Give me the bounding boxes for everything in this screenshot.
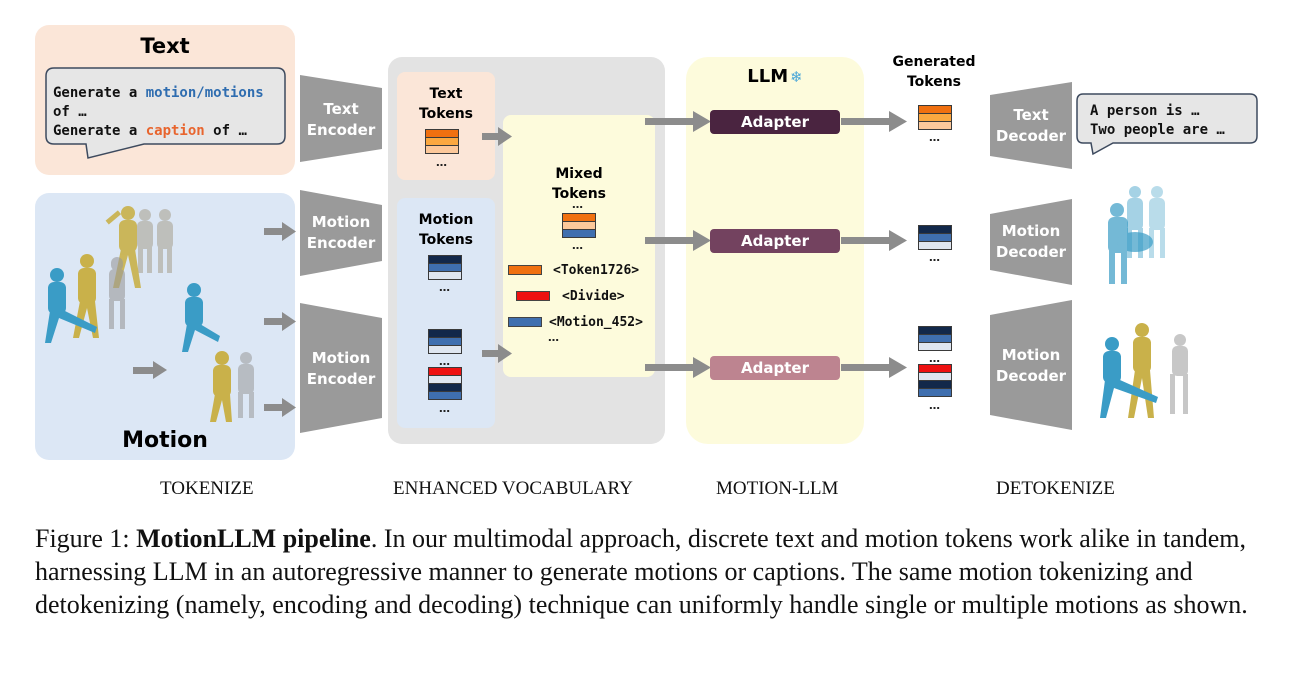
motion-figures-right xyxy=(182,283,254,422)
arrows-into-mixed xyxy=(482,127,512,363)
generated-multi-motion-illustration xyxy=(1100,323,1188,418)
legend-label-divide: <Divide> xyxy=(562,289,625,304)
section-label-enhanced-vocabulary: ENHANCED VOCABULARY xyxy=(393,478,633,499)
section-label-tokenize: TOKENIZE xyxy=(160,478,254,499)
llm-flow-arrows xyxy=(645,111,907,378)
output-caption-line1: A person is … xyxy=(1090,103,1200,119)
motion-token-ellipsis-2: … xyxy=(439,355,451,368)
prompt-line1-prefix: Generate a xyxy=(53,85,146,101)
text-panel-title: Text xyxy=(140,34,190,58)
generated-motion-token-stack-single xyxy=(918,225,952,250)
caption-title: MotionLLM pipeline xyxy=(136,524,371,553)
prompt-line2: of … xyxy=(53,104,87,120)
legend-swatch-divide xyxy=(516,291,550,301)
legend-swatch-motion xyxy=(508,317,542,327)
arrow-to-motion-encoder-2b xyxy=(264,398,296,417)
arrow-mixed-to-adapter-1 xyxy=(645,111,711,132)
generated-motion-ellipsis-3: … xyxy=(929,399,941,412)
output-caption-bubble xyxy=(1076,93,1258,156)
adapter-motion-single: Adapter xyxy=(710,229,840,253)
generated-motion-ellipsis-2: … xyxy=(929,352,941,365)
prompt-caption-highlight: caption xyxy=(145,123,205,139)
decoders xyxy=(990,82,1072,430)
legend-swatch-token xyxy=(508,265,542,275)
generated-motion-token-stack-multi-a xyxy=(918,326,952,351)
figure-caption: Figure 1: MotionLLM pipeline. In our mul… xyxy=(35,522,1265,621)
adapter-text: Adapter xyxy=(710,110,840,134)
arrow-adapter-1-to-generated xyxy=(841,111,907,132)
output-caption-text: A person is … Two people are … xyxy=(1090,102,1225,140)
motion-decoder-2-shape xyxy=(990,300,1072,430)
arrow-adapter-2-to-generated xyxy=(841,230,907,251)
motion-panel-title: Motion xyxy=(122,428,208,453)
arrow-to-motion-encoder-1 xyxy=(264,222,296,241)
motion-token-stack-multi-a xyxy=(428,329,462,354)
motion-token-stack-single xyxy=(428,255,462,280)
mixed-token-ellipsis-top: … xyxy=(572,198,584,211)
legend-label-motion: <Motion_452> xyxy=(549,315,643,330)
prompt-line3-suffix: of … xyxy=(204,123,247,139)
motion-token-ellipsis-3: … xyxy=(439,402,451,415)
section-label-motion-llm: MOTION-LLM xyxy=(716,478,839,499)
arrow-motion-to-mixed xyxy=(482,344,512,363)
arrow-text-to-mixed xyxy=(482,127,512,146)
arrows-to-encoders xyxy=(264,222,296,417)
mixed-tokens-panel xyxy=(503,115,655,377)
text-encoder-shape xyxy=(300,75,382,162)
legend-label-token: <Token1726> xyxy=(553,263,640,278)
text-tokens-panel xyxy=(397,72,495,180)
adapter-motion-multi: Adapter xyxy=(710,356,840,380)
snowflake-frozen-icon: ❄ xyxy=(790,68,803,86)
motion-figures-illustration xyxy=(45,206,173,379)
prompt-motion-highlight: motion/motions xyxy=(145,85,264,101)
motion-encoder-1-shape xyxy=(300,190,382,276)
output-caption-line2: Two people are … xyxy=(1090,122,1225,138)
motion-decoder-1-shape xyxy=(990,199,1072,285)
caption-label: Figure 1: xyxy=(35,524,137,553)
arrow-mixed-to-adapter-3 xyxy=(645,357,711,378)
generated-motion-ellipsis-1: … xyxy=(929,251,941,264)
arrow-mixed-to-adapter-2 xyxy=(645,230,711,251)
motion-token-stack-multi-b xyxy=(428,367,462,400)
llm-title: LLM❄ xyxy=(686,66,864,87)
section-label-detokenize: DETOKENIZE xyxy=(996,478,1115,499)
encoders xyxy=(300,75,382,433)
figure-group-left xyxy=(45,254,125,343)
mixed-token-ellipsis-bottom: … xyxy=(572,239,584,252)
caption-body: . In our multimodal approach, discrete t… xyxy=(35,524,1248,619)
llm-title-text: LLM xyxy=(747,66,789,87)
prompt-line3-prefix: Generate a xyxy=(53,123,146,139)
generated-text-ellipsis: … xyxy=(929,131,941,144)
prompt-speech-bubble xyxy=(45,67,286,159)
generated-single-motion-illustration xyxy=(1108,186,1165,284)
arrow-adapter-3-to-generated xyxy=(841,357,907,378)
text-decoder-shape xyxy=(990,82,1072,169)
legend-ellipsis: … xyxy=(548,331,560,344)
prompt-text: Generate a motion/motions of … Generate … xyxy=(53,84,264,141)
motion-encoder-2-shape xyxy=(300,303,382,433)
motion-panel-arrow xyxy=(133,361,167,379)
mixed-token-stack xyxy=(562,213,596,238)
motion-token-ellipsis-1: … xyxy=(439,281,451,294)
generated-text-token-stack xyxy=(918,105,952,130)
arrow-to-motion-encoder-2a xyxy=(264,312,296,331)
text-token-ellipsis: … xyxy=(436,156,448,169)
generated-motion-token-stack-multi-b xyxy=(918,364,952,397)
text-token-stack xyxy=(425,129,459,154)
